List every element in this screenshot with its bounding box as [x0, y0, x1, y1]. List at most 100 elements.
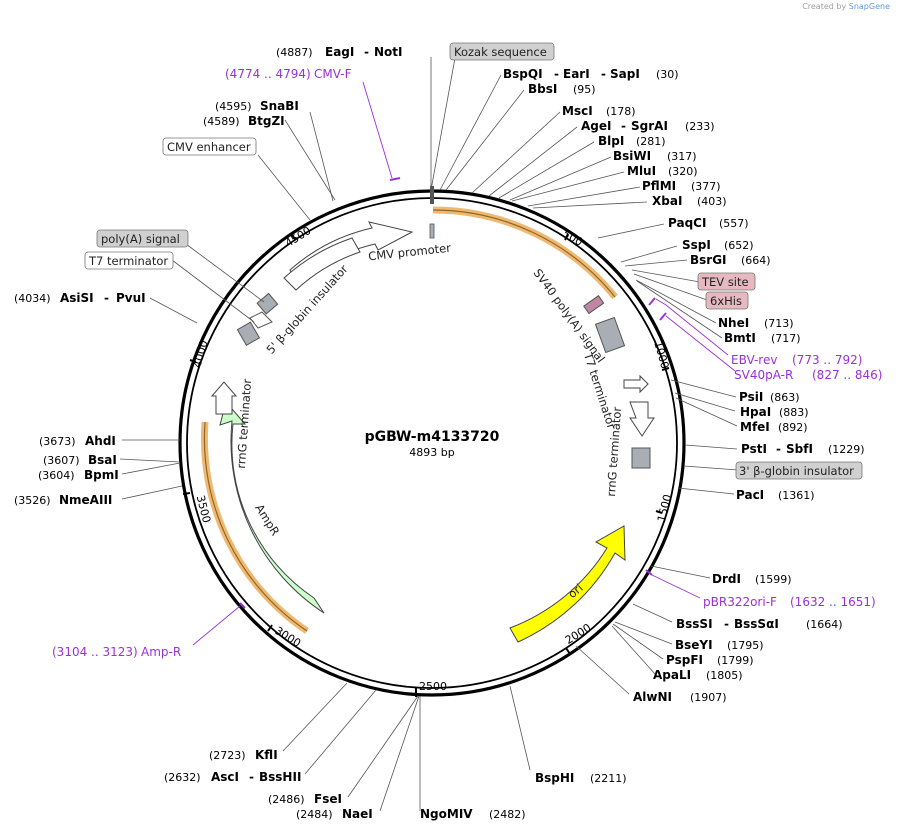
- feature-6xhis[interactable]: 6xHis: [705, 291, 749, 310]
- svg-text:3' β-globin insulator: 3' β-globin insulator: [739, 464, 854, 478]
- site-sspi[interactable]: SspI (652): [682, 238, 754, 252]
- three-prime-insulator-box[interactable]: [631, 447, 651, 469]
- site-drdi[interactable]: DrdI (1599): [712, 572, 792, 586]
- primer-mark-cmv-f: [389, 177, 401, 181]
- site-bspqi-eari-sapi[interactable]: BspQI - EarI - SapI (30): [503, 67, 679, 81]
- feature-cmv-enhancer[interactable]: CMV enhancer: [162, 137, 257, 156]
- primer-marks: [239, 177, 667, 609]
- site-hpai[interactable]: HpaI (883): [740, 405, 809, 419]
- svg-text:AlwNI: AlwNI: [633, 690, 672, 704]
- site-bsphi[interactable]: BspHI (2211): [535, 771, 627, 785]
- five-prime-insulator-box[interactable]: [283, 237, 361, 291]
- site-btgzi[interactable]: (4589) BtgZI: [203, 114, 285, 128]
- site-bpmi[interactable]: (3604) BpmI: [38, 468, 119, 482]
- t7-terminator-right-arrow[interactable]: [623, 374, 649, 394]
- rrng-terminator-right-label: rrnG terminator: [604, 406, 624, 497]
- site-bsiwi[interactable]: BsiWI (317): [613, 149, 697, 163]
- site-mfei[interactable]: MfeI (892): [740, 420, 808, 434]
- site-kfli[interactable]: (2723) KflI: [209, 748, 278, 762]
- feature-3-beta-globin-insulator[interactable]: 3' β-globin insulator: [735, 461, 863, 480]
- site-msci[interactable]: MscI (178): [562, 104, 636, 118]
- site-nhei[interactable]: NheI (713): [718, 316, 794, 330]
- ori-arrow[interactable]: [509, 525, 626, 643]
- t7-terminator-left-arrow[interactable]: [249, 311, 273, 329]
- svg-text:BseYI: BseYI: [675, 638, 713, 652]
- site-snabi[interactable]: (4595) SnaBI: [215, 99, 299, 113]
- svg-text:ApaLI: ApaLI: [653, 668, 691, 682]
- site-ngomiv[interactable]: NgoMIV (2482): [420, 807, 526, 821]
- tev-site-box[interactable]: [583, 295, 605, 315]
- site-alwni[interactable]: AlwNI (1907): [633, 690, 727, 704]
- site-eagi-noti[interactable]: (4887) EagI - NotI: [276, 45, 403, 59]
- site-fsei[interactable]: (2486) FseI: [268, 792, 342, 806]
- site-paqci[interactable]: PaqCI (557): [668, 216, 749, 230]
- site-psti-sbfi[interactable]: PstI - SbfI (1229): [741, 442, 865, 456]
- site-pflmi[interactable]: PflMI (377): [642, 179, 721, 193]
- primer-mark-ebv-rev: [648, 297, 656, 306]
- tick-2000: [565, 647, 571, 655]
- svg-text:KflI: KflI: [255, 748, 278, 762]
- site-xbai[interactable]: XbaI (403): [652, 194, 727, 208]
- site-nmeaiii[interactable]: (3526) NmeAIII: [14, 493, 112, 507]
- tick-label-2000: 2000: [563, 621, 594, 647]
- svg-text:(1805): (1805): [706, 669, 743, 682]
- tick-3500: [182, 492, 191, 495]
- svg-text:(1361): (1361): [778, 489, 815, 502]
- site-asci-bsshii[interactable]: (2632) AscI - BssHII: [164, 770, 301, 784]
- site-paci[interactable]: PacI (1361): [736, 488, 815, 502]
- primer-ebv-rev[interactable]: EBV-rev (773 .. 792): [731, 353, 862, 367]
- feature-t7-terminator[interactable]: T7 terminator: [84, 251, 174, 270]
- plasmid-length: 4893 bp: [409, 446, 454, 459]
- primer-sv40pa-r[interactable]: SV40pA-R (827 .. 846): [734, 368, 882, 382]
- svg-text:AscI: AscI: [211, 770, 239, 784]
- svg-text:XbaI: XbaI: [652, 194, 682, 208]
- left-gray-box[interactable]: [236, 321, 261, 346]
- site-agei-sgrai[interactable]: AgeI - SgrAI (233): [581, 119, 715, 133]
- feature-kozak-sequence[interactable]: Kozak sequence: [449, 42, 555, 61]
- kozak-box[interactable]: [429, 223, 435, 239]
- site-blpi[interactable]: BlpI (281): [598, 134, 666, 148]
- site-bseyi[interactable]: BseYI (1795): [675, 638, 764, 652]
- svg-text:(95): (95): [573, 83, 596, 96]
- svg-text:(2723): (2723): [209, 749, 246, 762]
- primer-amp-r[interactable]: (3104 .. 3123) Amp-R: [52, 645, 181, 659]
- site-bsai[interactable]: (3607) BsaI: [43, 453, 117, 467]
- site-bsssi[interactable]: BssSI - BssSαI (1664): [676, 617, 843, 631]
- his-label-box: [705, 291, 749, 310]
- site-psii[interactable]: PsiI (863): [739, 390, 800, 404]
- svg-text:SnaBI: SnaBI: [260, 99, 299, 113]
- site-bsrgi[interactable]: BsrGI (664): [690, 253, 771, 267]
- svg-text:AhdI: AhdI: [85, 434, 116, 448]
- svg-text:TEV site: TEV site: [701, 275, 749, 289]
- site-bbsi[interactable]: BbsI (95): [528, 82, 596, 96]
- svg-text:BspHI: BspHI: [535, 771, 574, 785]
- svg-text:Kozak sequence: Kozak sequence: [454, 45, 547, 59]
- polya-label-box: [96, 229, 189, 248]
- primer-pbr322ori-f[interactable]: pBR322ori-F (1632 .. 1651): [703, 595, 876, 609]
- snapgene-logo: SnapGene: [848, 2, 890, 11]
- rrng-terminator-right-arrow[interactable]: [629, 401, 655, 437]
- polya-signal-box[interactable]: [256, 292, 279, 315]
- insulator3-label-box: [735, 461, 863, 480]
- svg-text:(281): (281): [636, 135, 666, 148]
- rrng-terminator-left-label: rrnG terminator: [234, 378, 254, 469]
- svg-text:SgrAI: SgrAI: [631, 119, 668, 133]
- site-asisi-pvui[interactable]: (4034) AsiSI - PvuI: [14, 291, 146, 305]
- feature-tev-site[interactable]: TEV site: [697, 272, 756, 291]
- rrng-terminator-left-arrow[interactable]: [210, 381, 238, 415]
- feature-polya-signal[interactable]: poly(A) signal: [96, 229, 189, 248]
- site-bmti[interactable]: BmtI (717): [724, 331, 801, 345]
- ampr-label: AmpR: [252, 502, 282, 539]
- site-mlui[interactable]: MluI (320): [627, 164, 698, 178]
- sv40-polya-box[interactable]: [594, 316, 626, 354]
- primer-leader-lines: [192, 81, 736, 646]
- svg-text:(713): (713): [764, 317, 794, 330]
- tick-1500: [655, 510, 663, 514]
- svg-text:(4595): (4595): [215, 100, 252, 113]
- tick-4000: [189, 359, 197, 363]
- site-apali[interactable]: ApaLI (1805): [653, 668, 743, 682]
- site-naei[interactable]: (2484) NaeI: [296, 807, 373, 821]
- site-ahdi[interactable]: (3673) AhdI: [39, 434, 116, 448]
- primer-cmv-f[interactable]: (4774 .. 4794) CMV-F: [225, 67, 352, 81]
- site-pspfi[interactable]: PspFI (1799): [666, 653, 754, 667]
